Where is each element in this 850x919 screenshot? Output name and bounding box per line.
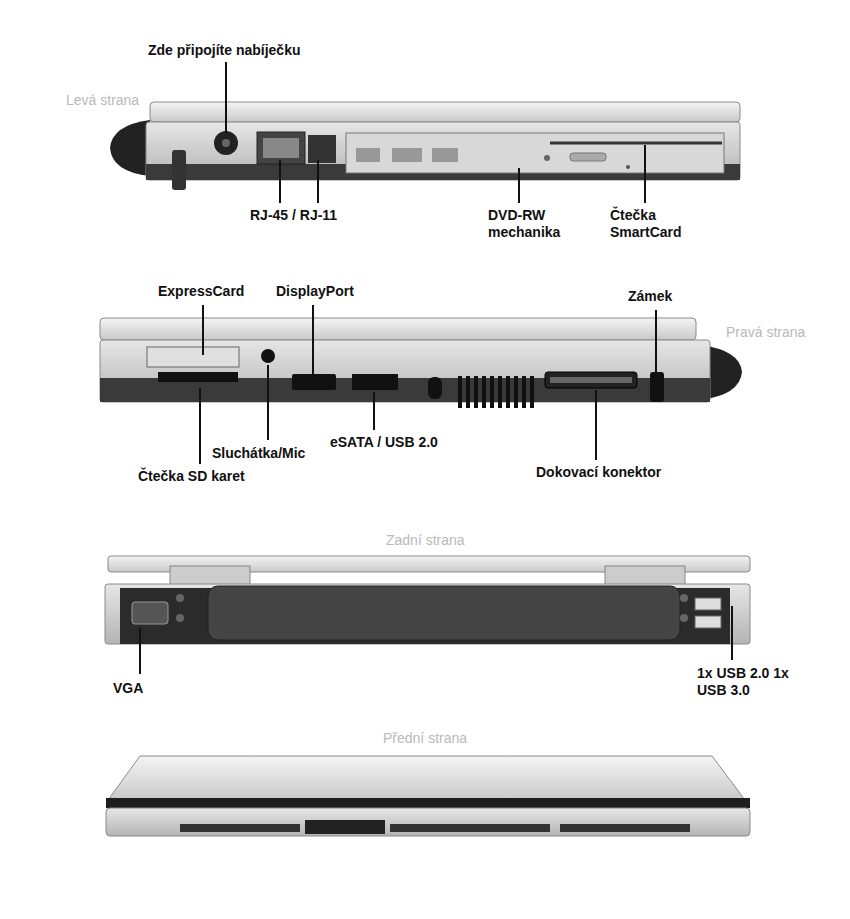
part-label: ExpressCard [158,283,244,300]
part-label: Zámek [628,288,672,305]
right-side-view [100,305,742,464]
part-label: VGA [113,680,143,697]
part-label: RJ-45 / RJ-11 [250,207,337,224]
part-label: eSATA / USB 2.0 [330,434,438,451]
part-label: Čtečka SD karet [138,468,245,485]
part-label: DisplayPort [276,283,354,300]
front-view [106,756,750,836]
part-label: DVD-RW mechanika [488,207,578,241]
part-label: Pravá strana [726,324,805,341]
left-side-view [110,62,740,203]
part-label: Levá strana [66,92,139,109]
part-label: Čtečka SmartCard [610,207,700,241]
back-view [105,556,750,674]
part-label: Zadní strana [386,532,465,549]
part-label: Zde připojíte nabíječku [148,42,300,59]
part-label: Dokovací konektor [536,464,661,481]
part-label: Přední strana [383,730,467,747]
part-label: Sluchátka/Mic [212,445,305,462]
part-label: 1x USB 2.0 1x USB 3.0 [697,665,789,699]
